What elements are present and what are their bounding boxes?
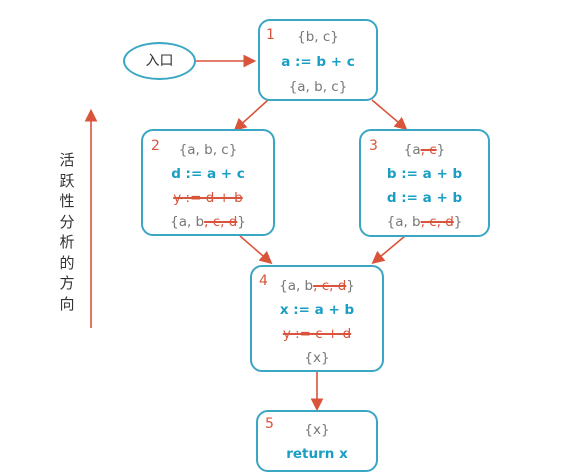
kept-text: } xyxy=(346,278,355,294)
block-number: 3 xyxy=(369,138,378,154)
direction-char: 分 xyxy=(59,212,75,231)
block-4: 4 {a, b, c, d} x := a + b y := c + d {x} xyxy=(250,265,384,372)
live-out-set: {a, b, c, d} xyxy=(361,214,488,230)
struck-text: , c xyxy=(420,142,437,158)
statement: b := a + b xyxy=(386,166,463,182)
struck-text: , c, d xyxy=(420,214,454,230)
arrow-3-to-4 xyxy=(371,235,406,265)
live-in-set: {a, b, c} xyxy=(178,142,238,158)
block-number: 2 xyxy=(151,138,160,154)
kept-text: {a xyxy=(403,142,421,158)
arrow-1-to-3 xyxy=(371,99,408,131)
arrow-2-to-4 xyxy=(239,235,273,265)
entry-node: 入口 xyxy=(123,42,196,80)
block-number: 4 xyxy=(259,273,268,289)
struck-text: y := d + b xyxy=(173,190,243,206)
block-5: 5 {x} return x xyxy=(256,410,378,472)
direction-char: 的 xyxy=(59,253,75,272)
statement: a := b + c xyxy=(281,54,355,70)
block-number: 1 xyxy=(266,27,275,43)
statement: d := a + c xyxy=(171,166,245,182)
live-out-set: {a, b, c, d} xyxy=(143,214,273,230)
direction-char: 析 xyxy=(59,233,75,251)
struck-text: , c, d xyxy=(313,278,347,294)
analysis-direction-label: 活 跃 性 分 析 的 方 向 xyxy=(57,150,77,314)
struck-text: , c, d xyxy=(204,214,238,230)
kept-text: {a, b xyxy=(279,278,314,294)
statement: x := a + b xyxy=(279,302,355,318)
kept-text: } xyxy=(237,214,246,230)
direction-char: 方 xyxy=(59,274,75,292)
dead-statement: y := d + b xyxy=(143,190,273,206)
dead-statement: y := c + d xyxy=(252,326,382,342)
live-in-set: {a, c} xyxy=(361,142,488,158)
block-2: 2 {a, b, c} d := a + c y := d + b {a, b,… xyxy=(141,129,275,236)
block-number: 5 xyxy=(265,416,274,432)
block-3: 3 {a, c} b := a + b d := a + b {a, b, c,… xyxy=(359,129,490,237)
direction-char: 向 xyxy=(59,294,75,313)
kept-text: } xyxy=(453,214,463,230)
direction-char: 活 xyxy=(59,151,75,169)
kept-text: } xyxy=(436,142,446,158)
live-in-set: {a, b, c, d} xyxy=(252,278,382,294)
entry-label: 入口 xyxy=(145,53,174,69)
block-1: 1 {b, c} a := b + c {a, b, c} xyxy=(258,19,378,101)
direction-char: 性 xyxy=(59,192,75,210)
arrow-1-to-2 xyxy=(233,99,269,132)
live-out-set: {x} xyxy=(304,350,330,366)
live-in-set: {x} xyxy=(304,422,330,438)
live-in-set: {b, c} xyxy=(297,29,339,45)
statement: return x xyxy=(286,446,348,462)
kept-text: {a, b xyxy=(386,214,421,230)
kept-text: {a, b xyxy=(170,214,205,230)
live-out-set: {a, b, c} xyxy=(288,79,348,95)
struck-text: y := c + d xyxy=(282,326,352,342)
direction-char: 跃 xyxy=(59,171,75,190)
statement: d := a + b xyxy=(386,190,463,206)
